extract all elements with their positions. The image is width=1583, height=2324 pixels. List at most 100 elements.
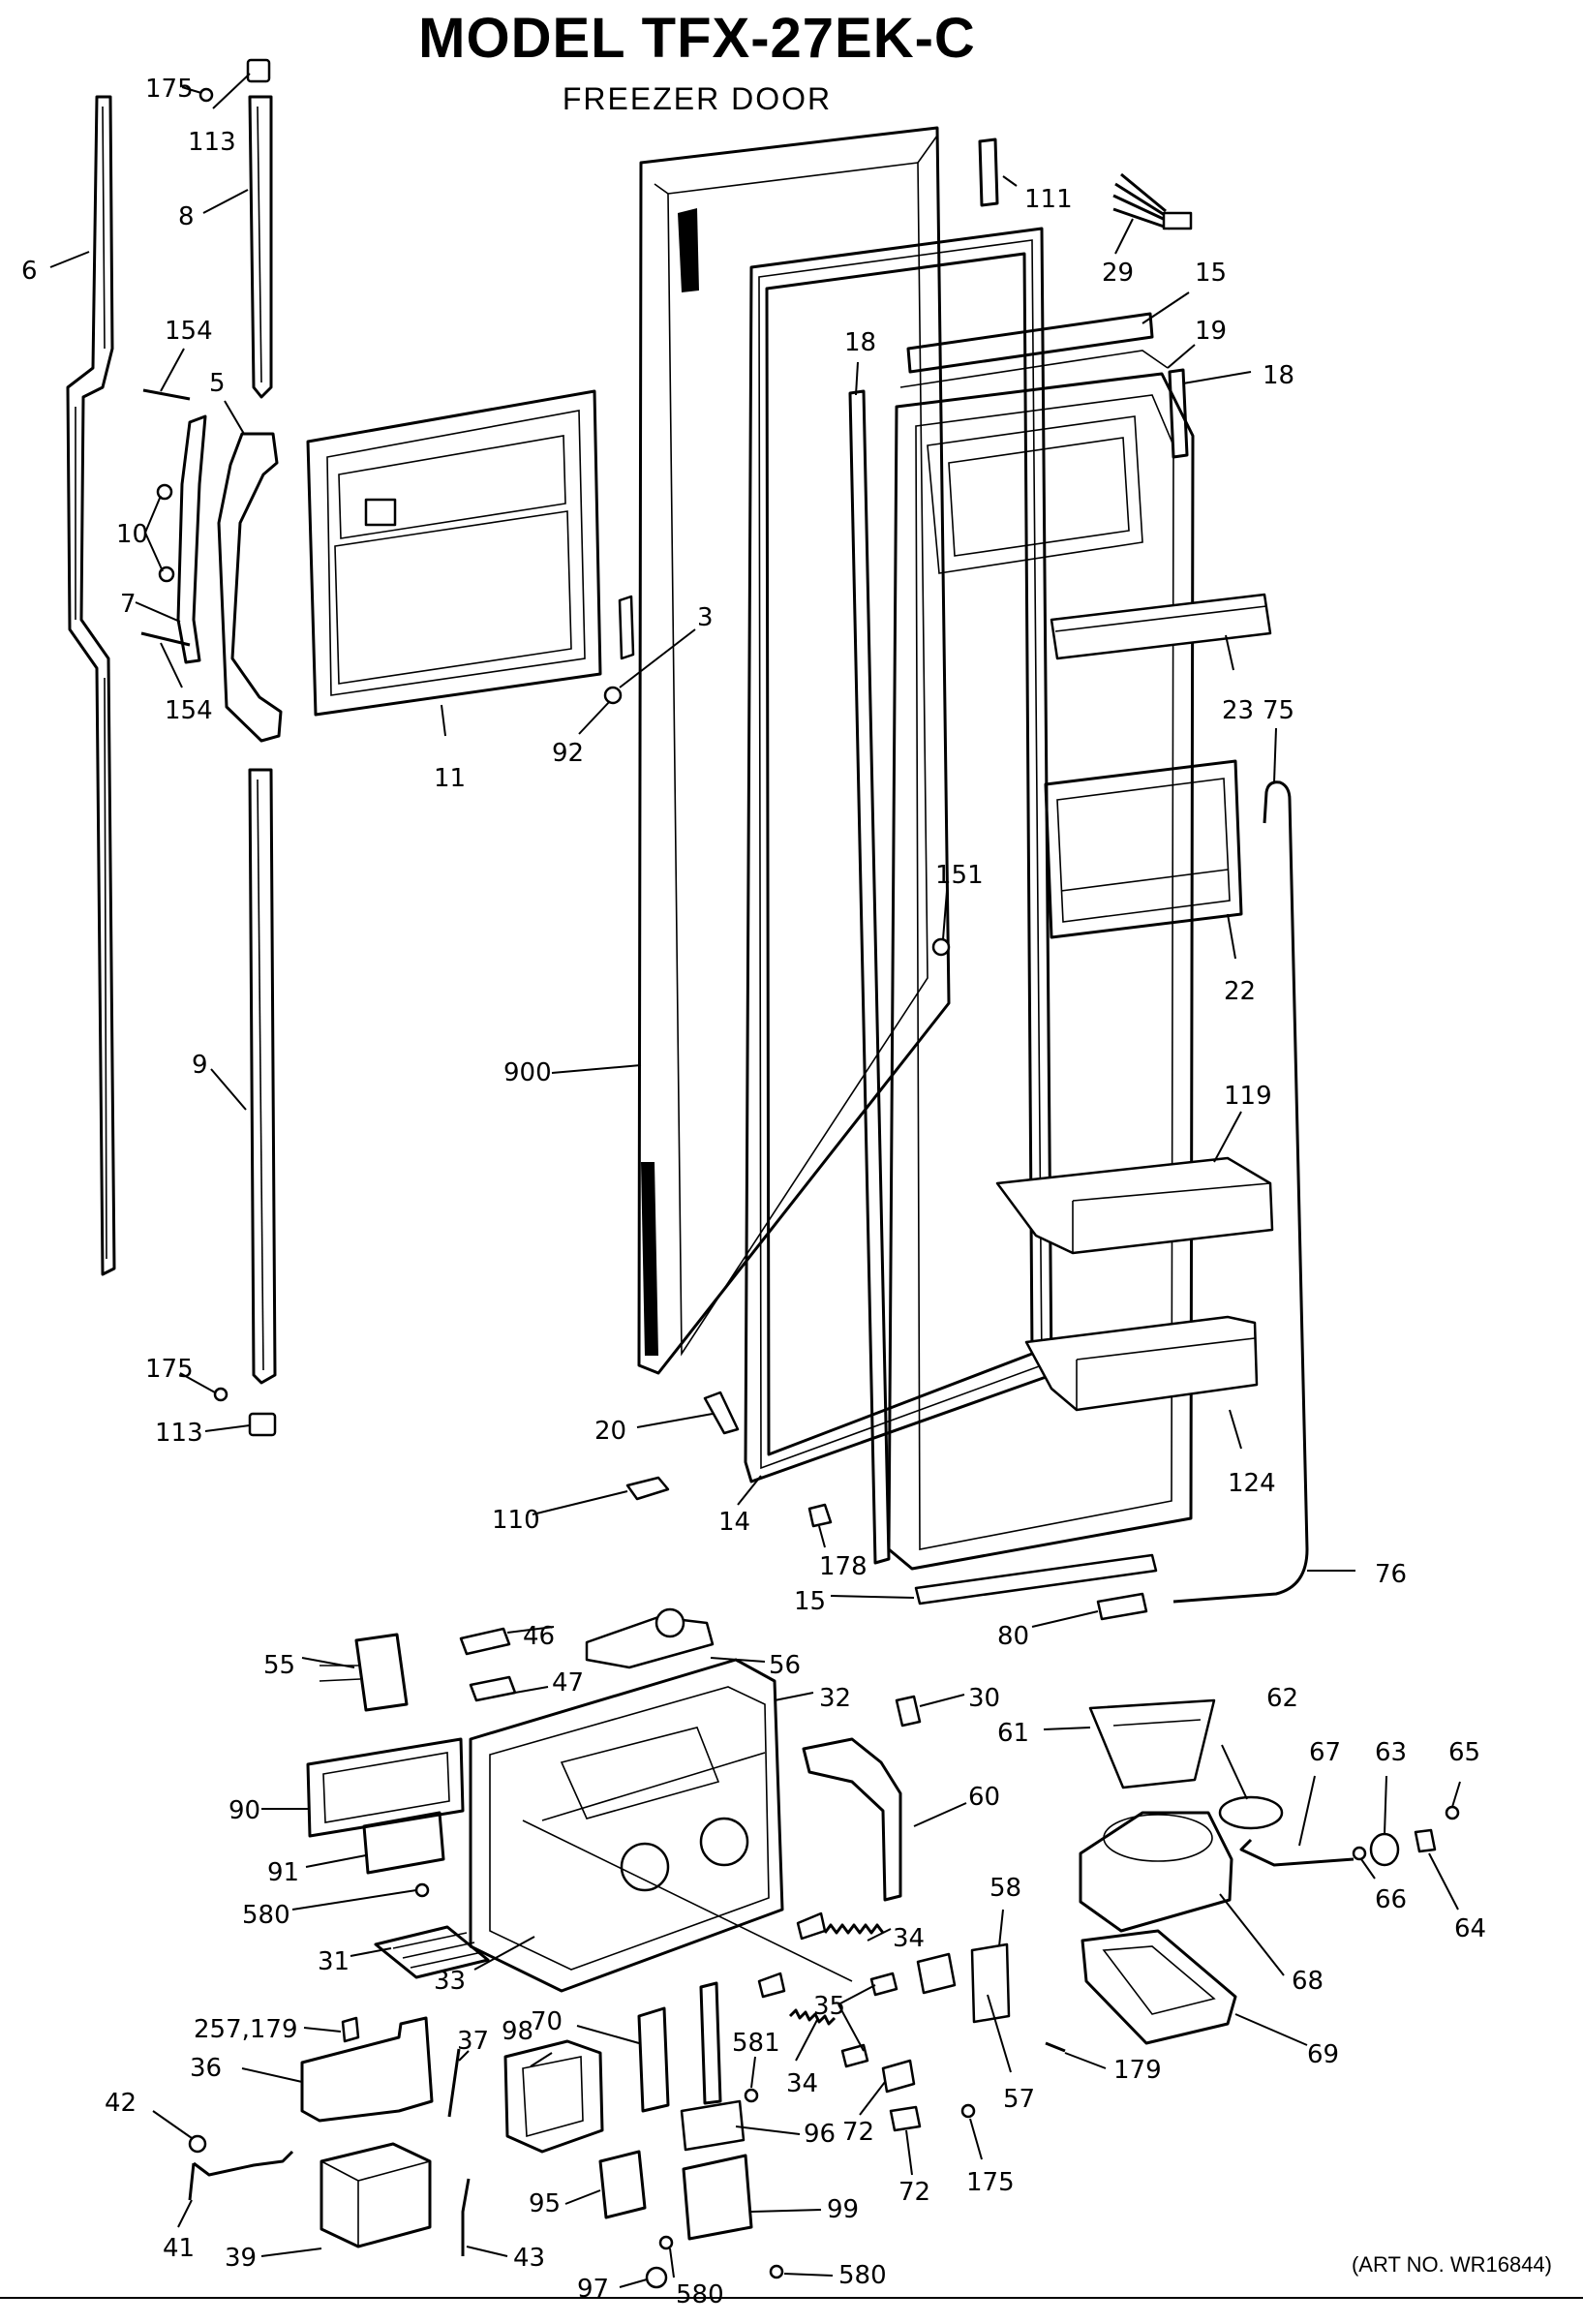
callout-154-lower: 154	[165, 696, 213, 725]
callout-175-bottom: 175	[966, 2168, 1015, 2197]
diagram-subtitle: FREEZER DOOR	[562, 81, 833, 116]
part-580-screw-b	[658, 2235, 674, 2250]
part-23-shelf-bar	[1050, 593, 1272, 660]
callout-20: 20	[594, 1417, 626, 1446]
part-34-spring-upper	[823, 1923, 885, 1935]
callout-124: 124	[1228, 1469, 1276, 1498]
part-257-179-screw	[341, 2016, 360, 2043]
part-43-wire	[461, 2178, 471, 2256]
callout-580-center: 580	[676, 2280, 724, 2309]
callout-70: 70	[531, 2007, 563, 2036]
part-41-rod	[188, 2150, 294, 2201]
part-22-dispenser-frame	[1044, 759, 1243, 939]
part-8-strip	[248, 95, 273, 399]
part-29-harness	[1112, 172, 1193, 230]
part-119-bin	[995, 1156, 1274, 1255]
callout-72-lower: 72	[898, 2178, 930, 2207]
callout-151: 151	[935, 861, 984, 890]
part-92-nut	[603, 686, 623, 705]
callout-57: 57	[1003, 2085, 1035, 2114]
part-68-housing	[1079, 1811, 1233, 1933]
part-90-cover	[306, 1737, 465, 1838]
part-80-coupling	[1096, 1592, 1148, 1621]
callout-10: 10	[116, 520, 148, 549]
part-113-clip-bottom	[248, 1412, 277, 1437]
callout-22: 22	[1224, 977, 1256, 1006]
part-580-screw-a	[414, 1882, 430, 1898]
callout-75: 75	[1263, 696, 1294, 725]
part-61-chute	[1088, 1698, 1216, 1789]
part-175-screw-lower	[960, 2103, 976, 2119]
callout-76: 76	[1375, 1560, 1407, 1589]
part-14-gasket	[744, 227, 1053, 1483]
callout-64: 64	[1454, 1914, 1486, 1943]
part-18-strip-right	[1168, 368, 1189, 459]
part-97-nut	[645, 2266, 668, 2289]
part-65-screw	[1445, 1805, 1460, 1820]
diagram-title: MODEL TFX-27EK-C	[418, 7, 976, 70]
callout-31: 31	[318, 1947, 350, 1976]
part-124-bin	[1024, 1315, 1259, 1412]
part-35-pin-lower	[840, 2043, 869, 2068]
callout-257-179: 257,179	[194, 2015, 298, 2044]
part-30-clip	[895, 1695, 922, 1728]
callout-175-top: 175	[145, 75, 194, 104]
part-liner-inner-door	[887, 372, 1195, 1571]
part-175-screw-bottom	[213, 1387, 228, 1402]
part-3-clip	[618, 595, 635, 660]
callout-111: 111	[1024, 185, 1073, 214]
part-37-wire	[447, 2048, 461, 2118]
part-95-solenoid	[598, 2150, 647, 2219]
callout-41: 41	[163, 2234, 195, 2263]
part-9-strip	[248, 768, 277, 1385]
callout-119: 119	[1224, 1082, 1272, 1111]
part-179-screw	[1045, 2041, 1066, 2053]
callout-42: 42	[105, 2089, 137, 2118]
part-55-bracket	[354, 1633, 409, 1712]
callout-8: 8	[178, 202, 195, 231]
part-72-block-b	[889, 2105, 922, 2132]
callout-72-upper: 72	[842, 2118, 874, 2147]
art-number: (ART NO. WR16844)	[1351, 2252, 1552, 2277]
part-19-liner-top	[899, 350, 1169, 388]
bottom-rule	[0, 2297, 1583, 2299]
part-67-rod	[1239, 1838, 1355, 1867]
callout-178: 178	[819, 1552, 868, 1581]
callout-96: 96	[804, 2120, 836, 2149]
callout-46: 46	[523, 1622, 555, 1651]
part-shapes	[66, 58, 1460, 2289]
part-34-spring-lower	[788, 2008, 837, 2026]
callout-67: 67	[1309, 1738, 1341, 1767]
callout-80: 80	[997, 1622, 1029, 1651]
callout-95: 95	[529, 2189, 561, 2218]
part-580-screw-c	[769, 2264, 784, 2279]
callout-99: 99	[827, 2195, 859, 2224]
callout-11: 11	[434, 764, 466, 793]
callout-3: 3	[697, 603, 714, 632]
callout-7: 7	[120, 590, 137, 619]
callout-39: 39	[225, 2244, 257, 2273]
callout-61: 61	[997, 1719, 1029, 1748]
part-47-cam	[469, 1675, 517, 1702]
part-98-box	[503, 2039, 604, 2154]
leader-lines	[49, 73, 1461, 2288]
part-151-plug	[931, 937, 951, 957]
callout-35: 35	[813, 1992, 845, 2021]
part-900-outer-door	[637, 126, 951, 1375]
callout-66: 66	[1375, 1885, 1407, 1914]
callout-179: 179	[1113, 2056, 1162, 2085]
callout-36: 36	[190, 2054, 222, 2083]
callout-32: 32	[819, 1684, 851, 1713]
part-60-bracket	[802, 1737, 902, 1902]
callout-62: 62	[1266, 1684, 1298, 1713]
part-46-cam	[459, 1627, 511, 1656]
callout-91: 91	[267, 1858, 299, 1887]
callout-60: 60	[968, 1783, 1000, 1812]
callout-154-upper: 154	[165, 317, 213, 346]
callout-175-mid: 175	[145, 1355, 194, 1384]
callout-113-mid: 113	[155, 1419, 203, 1448]
callout-65: 65	[1448, 1738, 1480, 1767]
callout-9: 9	[192, 1051, 208, 1080]
callout-98: 98	[502, 2017, 533, 2046]
